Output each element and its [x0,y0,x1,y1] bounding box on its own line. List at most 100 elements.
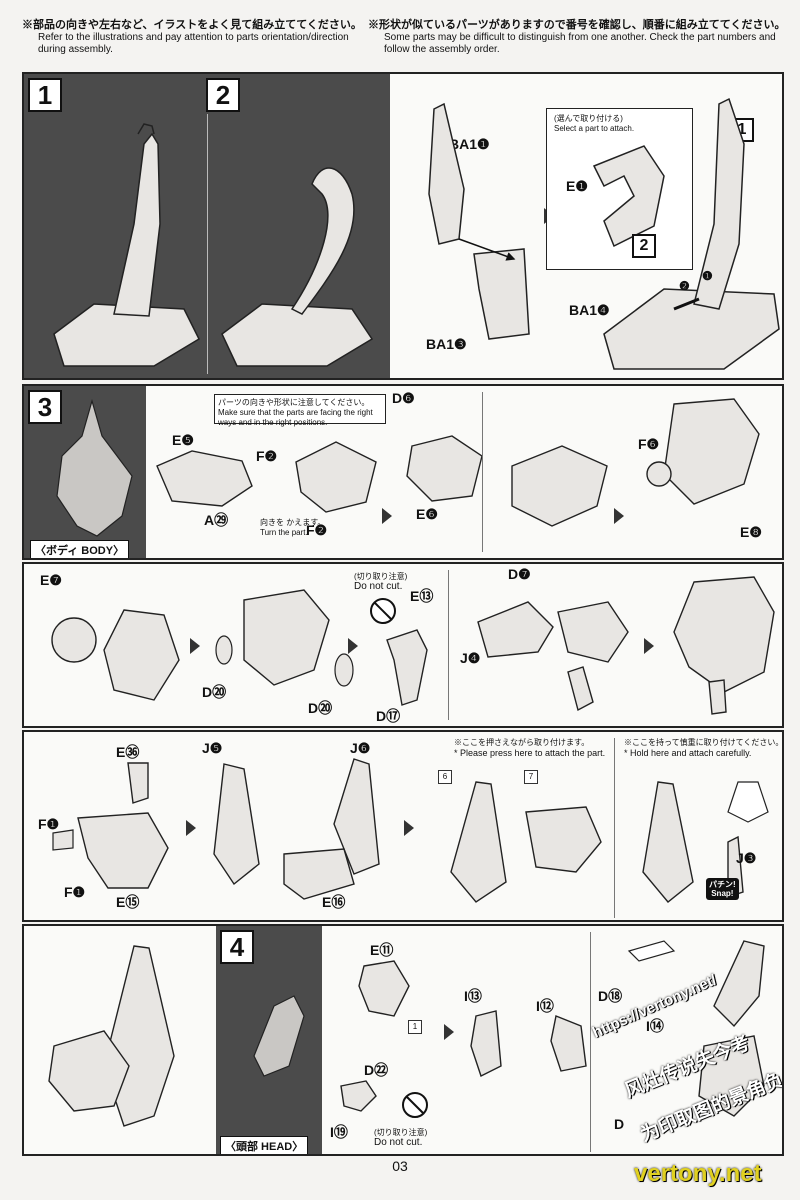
label-d18: D⑱ [598,988,623,1004]
step-arrow-icon [186,820,196,836]
header-left-jp: ※部品の向きや左右など、イラストをよく見て組み立ててください。 [22,19,362,31]
body-armor-attach-illustration [450,781,602,903]
label-i12: I⑫ [536,998,554,1014]
header-left-note: ※部品の向きや左右など、イラストをよく見て組み立ててください。 Refer to… [22,18,392,56]
label-j3: J❸ [736,850,757,866]
label-arrow-2: ❷ [679,279,690,293]
label-d20-right: D⑳ [308,700,333,716]
row5-divider [590,932,591,1152]
body-part-e7-illustration [51,609,180,701]
stand-arm-e1-illustration [592,145,665,248]
label-d22: D㉒ [364,1062,389,1078]
row4-divider [614,738,615,918]
label-arrow-1: ❶ [702,269,713,283]
label-j4: J❹ [460,650,481,666]
watermark-bottom: vertony.net [634,1160,762,1187]
row-step-4-head: 4 〈頭部 HEAD〉 E⑪ 1 D㉒ I⑲ (切り取り注意) Do not c… [22,924,784,1156]
label-f1-top: F❶ [38,816,60,832]
body-armor-j3-illustration [642,781,769,903]
snap-en: Snap! [711,889,734,898]
hold-note-jp: ※ここを持って慎重に取り付けてください。 [624,738,784,747]
label-d6: D❻ [392,390,415,406]
label-d7: D❼ [508,566,531,582]
head-part-e11-illustration [358,960,410,1017]
no-cut-icon-2 [402,1092,428,1118]
hold-note: ※ここを持って慎重に取り付けてください。 * Hold here and att… [624,738,784,758]
row2-divider [482,392,483,552]
label-i14: I⑭ [646,1018,664,1034]
orientation-note-en: Make sure that the parts are facing the … [218,408,373,427]
header-right-note: ※形状が似ているパーツがありますので番号を確認し、順番に組み立ててください。 S… [368,18,784,56]
step-number-1: 1 [28,78,62,112]
label-j5: J❺ [202,740,223,756]
label-f2-bottom: F❷ [306,522,328,538]
turn-note-jp: 向きを かえます。 [260,518,326,527]
press-note: ※ここを押さえながら取り付けます。 * Please press here to… [454,738,605,758]
do-not-cut-jp-2: (切り取り注意) [374,1128,428,1137]
step-arrow-icon [382,508,392,524]
ref-badge-6: 6 [438,770,452,784]
header-right-jp: ※形状が似ているパーツがありますので番号を確認し、順番に組み立ててください。 [368,19,784,31]
label-i13: I⑬ [464,988,482,1004]
label-a29: A㉙ [204,512,229,528]
do-not-cut-jp-1: (切り取り注意) [354,572,408,581]
ref-badge-1: 1 [408,1020,422,1034]
row-step-1-2: 1 2 BA1❶ BA1❸ (選んで取り付ける) Select a part t… [22,72,784,380]
header-right-en: Some parts may be difficult to distingui… [384,32,776,55]
header-left-en: Refer to the illustrations and pay atten… [38,32,349,55]
stand-type-1-illustration [53,123,200,367]
row3-divider [448,570,449,720]
body-part-j4-d7-illustration [477,601,629,712]
step-arrow-icon [644,638,654,654]
label-e1: E❶ [566,178,588,194]
step-arrow-icon [614,508,624,524]
snap-badge: パチン! Snap! [706,878,739,900]
step-arrow-icon [444,1024,454,1040]
orientation-note-box [214,394,386,424]
select-note-en: Select a part to attach. [554,124,635,133]
do-not-cut-note-1: (切り取り注意) Do not cut. [354,572,407,592]
row-step-3-body-cont: E❼ D⑳ D⑳ (切り取り注意) Do not cut. E⑬ D⑰ D❼ J [22,562,784,728]
label-e5: E❺ [172,432,194,448]
label-e8: E❽ [740,524,762,540]
header-notes: ※部品の向きや左右など、イラストをよく見て組み立ててください。 Refer to… [22,18,784,70]
label-ba1-4: BA1❹ [569,302,610,318]
label-e13: E⑬ [410,588,434,604]
head-part-i12-i13-illustration [470,1010,587,1077]
head-part-i19-illustration [340,1080,377,1112]
label-e11: E⑪ [370,942,394,958]
step-arrow-icon [190,638,200,654]
body-part-d17-illustration [386,629,428,706]
head-preview-illustration [253,995,305,1077]
label-ba1-1: BA1❶ [449,136,490,152]
body-caption: 〈ボディ BODY〉 [30,540,130,558]
turn-note-en: Turn the part. [260,528,308,537]
select-note: (選んで取り付ける) Select a part to attach. [554,114,634,134]
press-note-en: * Please press here to attach the part. [454,748,606,758]
hold-note-en: * Hold here and attach carefully. [624,748,752,758]
body-assembly-f6-e8-illustration [646,398,760,505]
head-caption: 〈頭部 HEAD〉 [220,1136,309,1154]
page-number: 03 [392,1158,408,1174]
label-e16: E⑯ [322,894,346,910]
body-part-f2-illustration [295,441,377,513]
ref-badge-7: 7 [524,770,538,784]
stand-parts-ba1-illustration [428,102,530,340]
label-e15: E⑮ [116,894,140,910]
step-number-4: 4 [220,930,254,964]
select-note-jp: (選んで取り付ける) [554,114,623,123]
label-e7: E❼ [40,572,62,588]
body-part-e15-illustration [52,762,169,889]
label-e36: E㊱ [116,744,140,760]
orientation-note-jp: パーツの向きや形状に注意してください。 [218,398,370,407]
step-1-2-divider [207,114,208,374]
stand-type-2-illustration [221,167,374,367]
body-part-e5-illustration [156,450,253,507]
step-arrow-icon [404,820,414,836]
label-e6: E❻ [416,506,438,522]
head-part-d18-detail-illustration [627,940,676,962]
label-f2-top: F❷ [256,448,278,464]
no-cut-icon [370,598,396,624]
do-not-cut-note-2: (切り取り注意) Do not cut. [374,1128,427,1148]
